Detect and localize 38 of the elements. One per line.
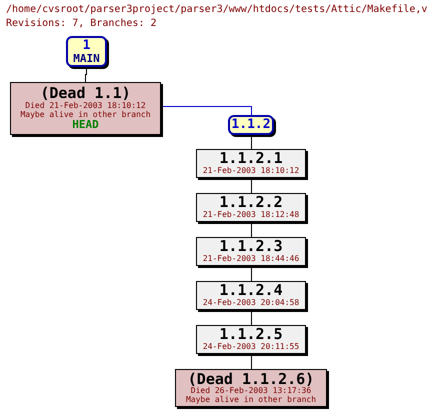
status-note: Maybe alive in other branch: [186, 396, 316, 404]
connector-line: [251, 354, 252, 370]
connector-line: [160, 106, 252, 116]
revision-summary: Revisions: 7, Branches: 2: [6, 18, 157, 29]
death-date: Died 21-Feb-2003 18:10:12: [25, 102, 146, 110]
connector-line: [251, 178, 252, 194]
revision-date: 21-Feb-2003 18:10:12: [202, 167, 300, 176]
revision-number: 1: [82, 38, 90, 53]
death-date: Died 26-Feb-2003 13:17:36: [190, 387, 312, 396]
revision-box: [196, 325, 306, 354]
revision-number: 1.1.2.2: [219, 195, 283, 212]
revision-number: 1.1.2.1: [219, 151, 283, 168]
head-tag: HEAD: [72, 118, 99, 131]
revision-date: 21-Feb-2003 18:12:48: [202, 211, 300, 220]
revision-date: 21-Feb-2003 18:44:46: [202, 255, 300, 264]
branch-box: [66, 36, 107, 67]
dead-revision-box: [175, 369, 327, 407]
revision-number: (Dead 1.1): [40, 86, 131, 102]
revision-box: [196, 281, 306, 310]
revision-number: (Dead 1.1.2.6): [188, 372, 314, 388]
dead-revision-box: [10, 82, 161, 135]
revision-date: 24-Feb-2003 20:11:55: [202, 343, 300, 352]
revision-box: [196, 149, 306, 178]
connector-line: [85, 66, 87, 82]
connector-line: [251, 310, 252, 326]
revision-number: 1.1.2: [231, 118, 271, 132]
revision-box: [196, 193, 306, 222]
connector-line: [251, 266, 252, 282]
revision-number: 1.1.2.5: [219, 327, 283, 344]
revision-date: 24-Feb-2003 20:04:58: [202, 299, 300, 308]
revision-box: [196, 237, 306, 266]
file-path-title: /home/cvsroot/parser3project/parser3/www/htdocs/tests/Attic/Makefile,v: [6, 4, 428, 15]
revision-number: 1.1.2.4: [219, 283, 283, 300]
connector-line: [251, 134, 252, 150]
status-note: Maybe alive in other branch: [20, 110, 151, 119]
branch-tag: MAIN: [73, 52, 100, 64]
connector-line: [251, 222, 252, 238]
revision-number: 1.1.2.3: [219, 239, 283, 256]
